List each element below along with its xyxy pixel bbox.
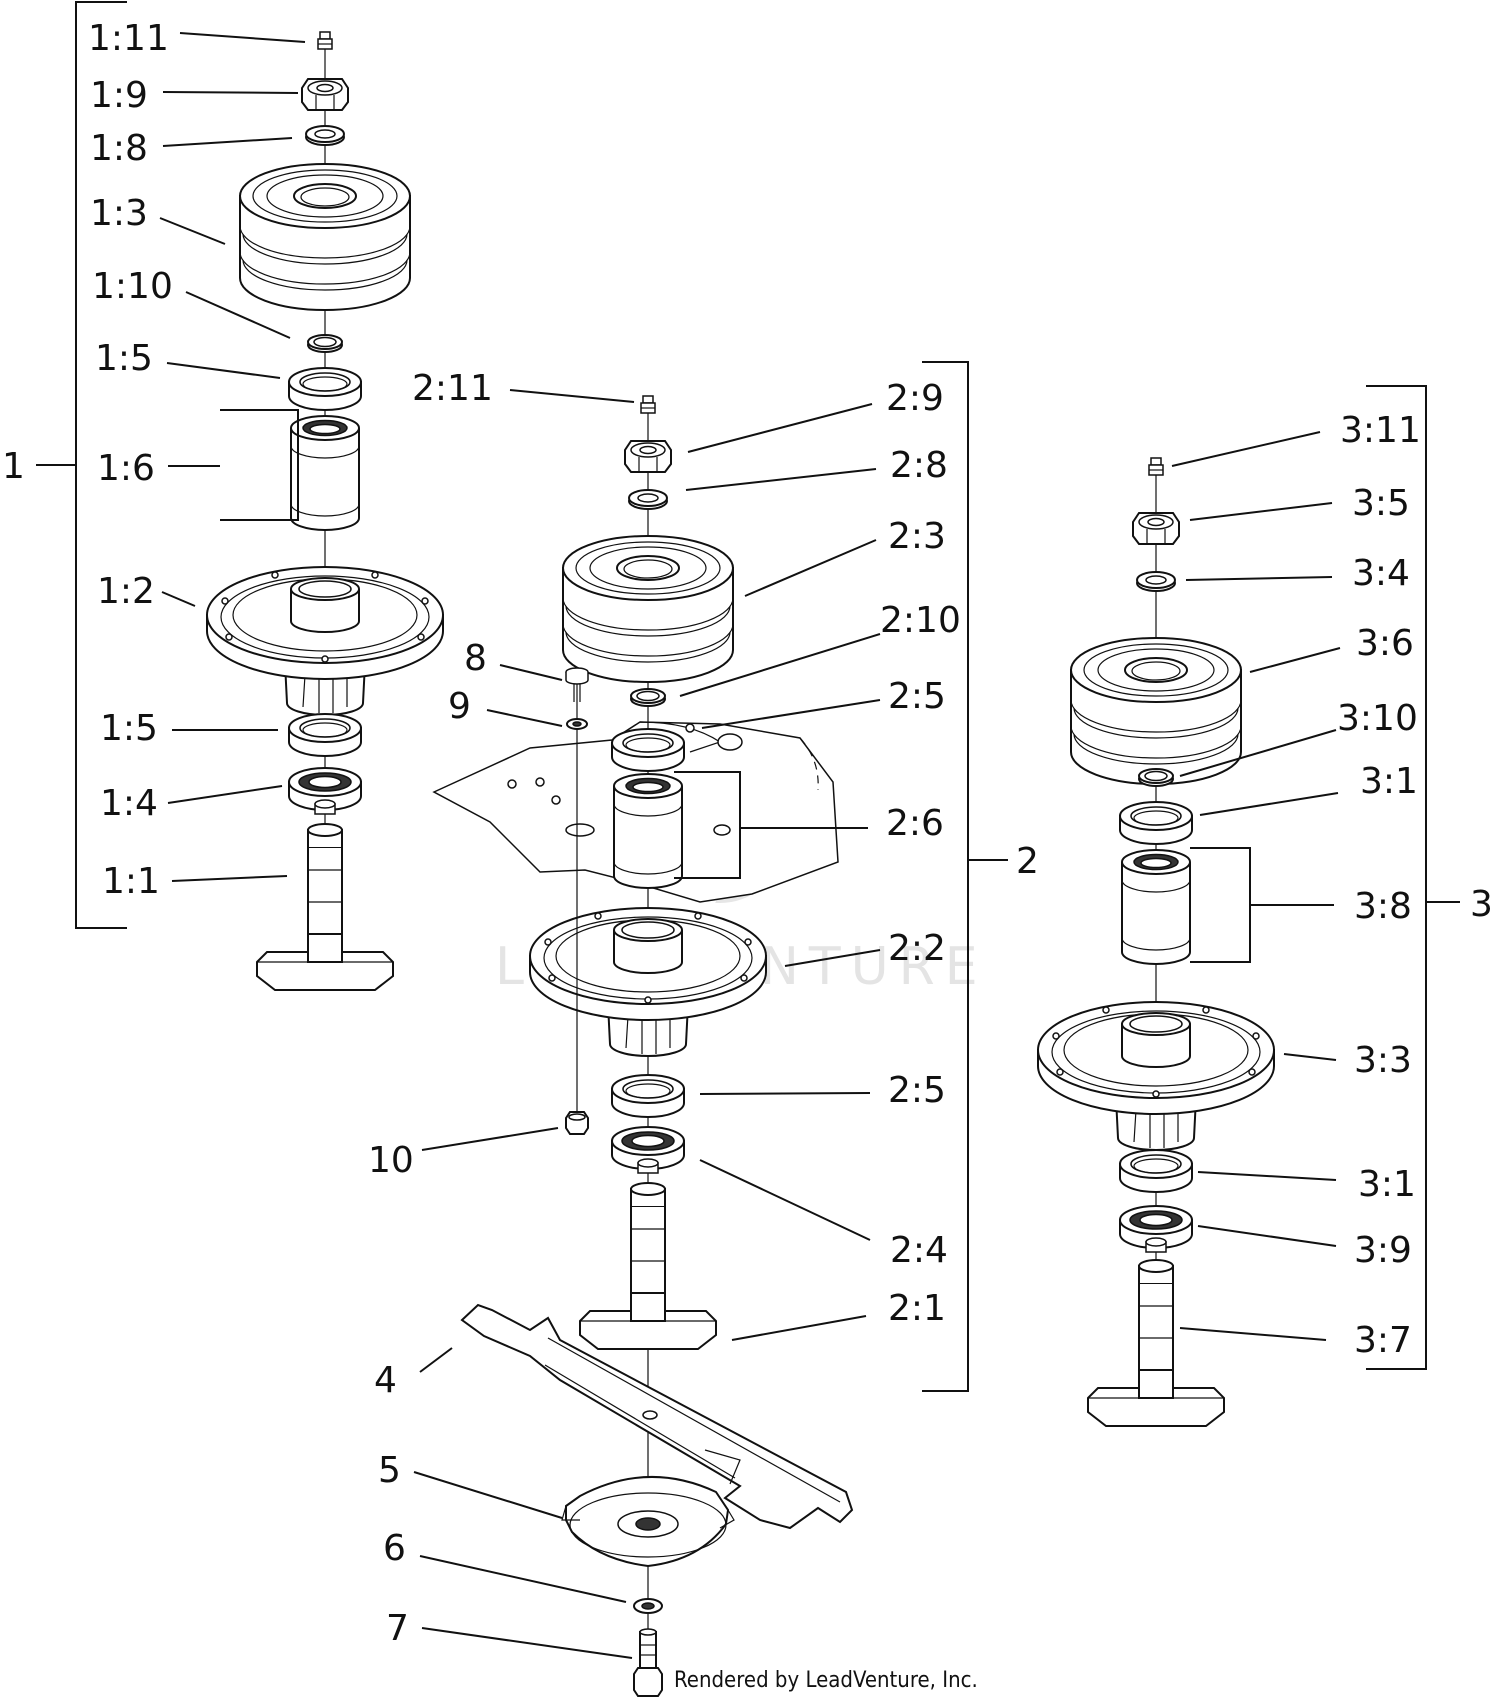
nut-2-9 xyxy=(624,440,672,473)
bearing-3-1-upper xyxy=(1119,801,1193,845)
label-2-10: 2:10 xyxy=(880,600,961,641)
label-10: 10 xyxy=(368,1140,414,1181)
label-3-1-upper: 3:1 xyxy=(1360,761,1418,802)
bracket-1-6 xyxy=(220,409,299,521)
label-2-2: 2:2 xyxy=(888,928,946,969)
spacer-2-6 xyxy=(613,773,683,889)
spacer-1-10 xyxy=(307,334,343,353)
bearing-2-5-lower xyxy=(611,1074,685,1118)
pulley-1-3 xyxy=(239,163,411,311)
washer-2-8 xyxy=(628,489,668,510)
label-2-1: 2:1 xyxy=(888,1288,946,1329)
label-2-8: 2:8 xyxy=(890,445,948,486)
label-3-8: 3:8 xyxy=(1354,886,1412,927)
label-2-11: 2:11 xyxy=(412,368,493,409)
grease-fitting-1-11 xyxy=(317,31,333,50)
washer-1-8 xyxy=(305,125,345,146)
label-2-6: 2:6 xyxy=(886,803,944,844)
bracket-3 xyxy=(1366,385,1427,1370)
assembly-3: 3 3:11 3:5 3:4 3:6 3:10 3:1 3:8 3:3 3:1 … xyxy=(1037,385,1493,1427)
label-3-11: 3:11 xyxy=(1340,410,1421,451)
label-2-5-upper: 2:5 xyxy=(888,676,946,717)
bracket-3-8 xyxy=(1190,847,1251,963)
bolt-7 xyxy=(633,1628,663,1697)
label-2-5-lower: 2:5 xyxy=(888,1070,946,1111)
label-3-10: 3:10 xyxy=(1337,698,1418,739)
washer-3-4 xyxy=(1136,571,1176,592)
label-1-10: 1:10 xyxy=(92,266,173,307)
housing-1-2 xyxy=(206,566,444,716)
label-9: 9 xyxy=(448,686,471,727)
lockwasher-9 xyxy=(566,718,588,730)
label-1-2: 1:2 xyxy=(97,571,155,612)
blade-cup-5 xyxy=(561,1475,735,1568)
label-5: 5 xyxy=(378,1450,401,1491)
label-3-5: 3:5 xyxy=(1352,483,1410,524)
nut-3-5 xyxy=(1132,512,1180,545)
group-label-2: 2 xyxy=(1016,841,1039,882)
label-3-4: 3:4 xyxy=(1352,553,1410,594)
bearing-2-4 xyxy=(611,1126,685,1174)
label-1-1: 1:1 xyxy=(102,861,160,902)
bearing-2-5-upper xyxy=(611,728,685,772)
label-1-8: 1:8 xyxy=(90,128,148,169)
pulley-2-3 xyxy=(562,535,734,683)
bearing-1-4 xyxy=(288,767,362,815)
label-1-11: 1:11 xyxy=(88,18,169,59)
bolt-8 xyxy=(565,667,589,702)
housing-3-3 xyxy=(1037,1001,1275,1151)
nut-1-9 xyxy=(301,78,349,111)
label-1-5-lower: 1:5 xyxy=(100,708,158,749)
label-7: 7 xyxy=(386,1608,409,1649)
assembly-1: 1 1:11 1:9 1:8 1:3 1:10 1:5 1:6 1:2 1:5 … xyxy=(2,1,444,991)
label-6: 6 xyxy=(383,1528,406,1569)
label-8: 8 xyxy=(464,638,487,679)
label-1-3: 1:3 xyxy=(90,193,148,234)
assembly-2: 2 2:11 2:9 2:8 2:3 2:10 2:5 2:6 2:2 2:5 … xyxy=(368,361,1039,1697)
label-2-4: 2:4 xyxy=(890,1230,948,1271)
shaft-1-1 xyxy=(256,823,394,991)
bearing-1-5-lower xyxy=(288,713,362,757)
label-3-1-lower: 3:1 xyxy=(1358,1164,1416,1205)
label-3-3: 3:3 xyxy=(1354,1040,1412,1081)
grease-fitting-2-11 xyxy=(640,395,656,414)
pulley-3-6 xyxy=(1070,637,1242,785)
housing-2-2 xyxy=(529,907,767,1057)
bracket-2-6 xyxy=(674,771,741,879)
shaft-2-1 xyxy=(579,1182,717,1350)
spacer-1-6 xyxy=(290,415,360,531)
label-2-3: 2:3 xyxy=(888,516,946,557)
grease-fitting-3-11 xyxy=(1148,457,1164,476)
label-1-5-upper: 1:5 xyxy=(95,338,153,379)
lockwasher-6 xyxy=(633,1598,663,1614)
bearing-1-5-upper xyxy=(288,367,362,411)
label-3-6: 3:6 xyxy=(1356,623,1414,664)
nut-10 xyxy=(565,1111,589,1135)
label-1-6: 1:6 xyxy=(97,448,155,489)
label-1-4: 1:4 xyxy=(100,783,158,824)
blade-4 xyxy=(460,1303,854,1530)
spacer-3-10 xyxy=(1138,768,1174,787)
bearing-3-9 xyxy=(1119,1205,1193,1253)
label-4: 4 xyxy=(374,1360,397,1401)
label-3-7: 3:7 xyxy=(1354,1320,1412,1361)
group-label-1: 1 xyxy=(2,446,25,487)
shaft-3-7 xyxy=(1087,1259,1225,1427)
label-3-9: 3:9 xyxy=(1354,1230,1412,1271)
group-label-3: 3 xyxy=(1470,884,1493,925)
credit-text: Rendered by LeadVenture, Inc. xyxy=(674,1668,978,1693)
label-2-9: 2:9 xyxy=(886,378,944,419)
spacer-3-8 xyxy=(1121,849,1191,965)
bracket-2 xyxy=(922,361,969,1392)
spacer-2-10 xyxy=(630,688,666,707)
bearing-3-1-lower xyxy=(1119,1149,1193,1193)
label-1-9: 1:9 xyxy=(90,75,148,116)
